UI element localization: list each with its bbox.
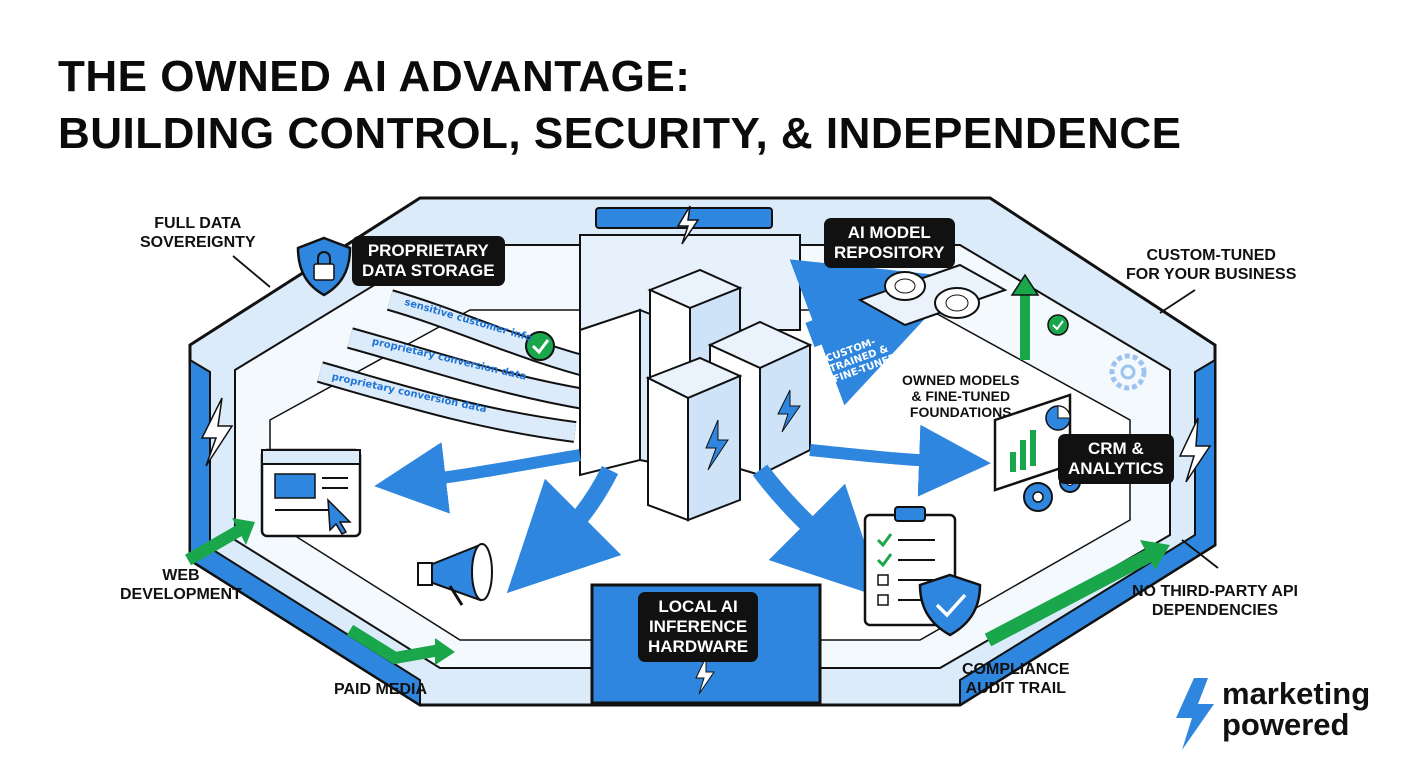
data-ribbons	[316, 289, 603, 443]
lock-shield-icon	[296, 236, 352, 297]
green-arrows	[185, 518, 1170, 665]
pill-ai-model-repository: AI MODEL REPOSITORY	[824, 218, 955, 268]
server-racks	[579, 268, 813, 522]
callout-custom-tuned: CUSTOM-TUNED FOR YOUR BUSINESS	[1126, 247, 1297, 283]
gear-outline-icon	[1109, 353, 1147, 391]
title-line-1: THE OWNED AI ADVANTAGE:	[58, 52, 691, 101]
shield-check-icon	[918, 573, 982, 637]
callout-full-data-sovereignty: FULL DATA SOVEREIGNTY	[140, 215, 256, 251]
bolt-logo-icon	[1176, 678, 1214, 750]
browser-window-icon	[260, 448, 362, 538]
lightning-icon-left	[200, 397, 234, 467]
growth-arrow-icon	[1010, 273, 1069, 360]
callout-paid-media: PAID MEDIA	[334, 681, 428, 698]
lightning-icon-right	[1178, 417, 1212, 483]
brain-model-icons	[857, 263, 1008, 327]
callout-compliance: COMPLIANCE AUDIT TRAIL	[962, 661, 1070, 697]
callout-owned-models: OWNED MODELS & FINE-TUNED FOUNDATIONS	[902, 372, 1020, 420]
check-icon	[525, 331, 555, 361]
megaphone-icon	[417, 543, 493, 606]
pill-crm-analytics: CRM & ANALYTICS	[1058, 434, 1174, 484]
brand-logo	[1176, 678, 1214, 750]
pill-local-ai-inference-hardware: LOCAL AI INFERENCE HARDWARE	[638, 592, 759, 662]
pill-proprietary-data-storage: PROPRIETARY DATA STORAGE	[352, 236, 505, 286]
analytics-dashboard-icon	[993, 393, 1072, 492]
title-line-2: BUILDING CONTROL, SECURITY, & INDEPENDEN…	[58, 109, 1182, 158]
leader-lines	[232, 255, 1219, 569]
callout-no-third-party: NO THIRD-PARTY API DEPENDENCIES	[1132, 583, 1298, 619]
brand-name: marketing powered	[1222, 676, 1371, 742]
callout-web-development: WEB DEVELOPMENT	[120, 567, 242, 603]
